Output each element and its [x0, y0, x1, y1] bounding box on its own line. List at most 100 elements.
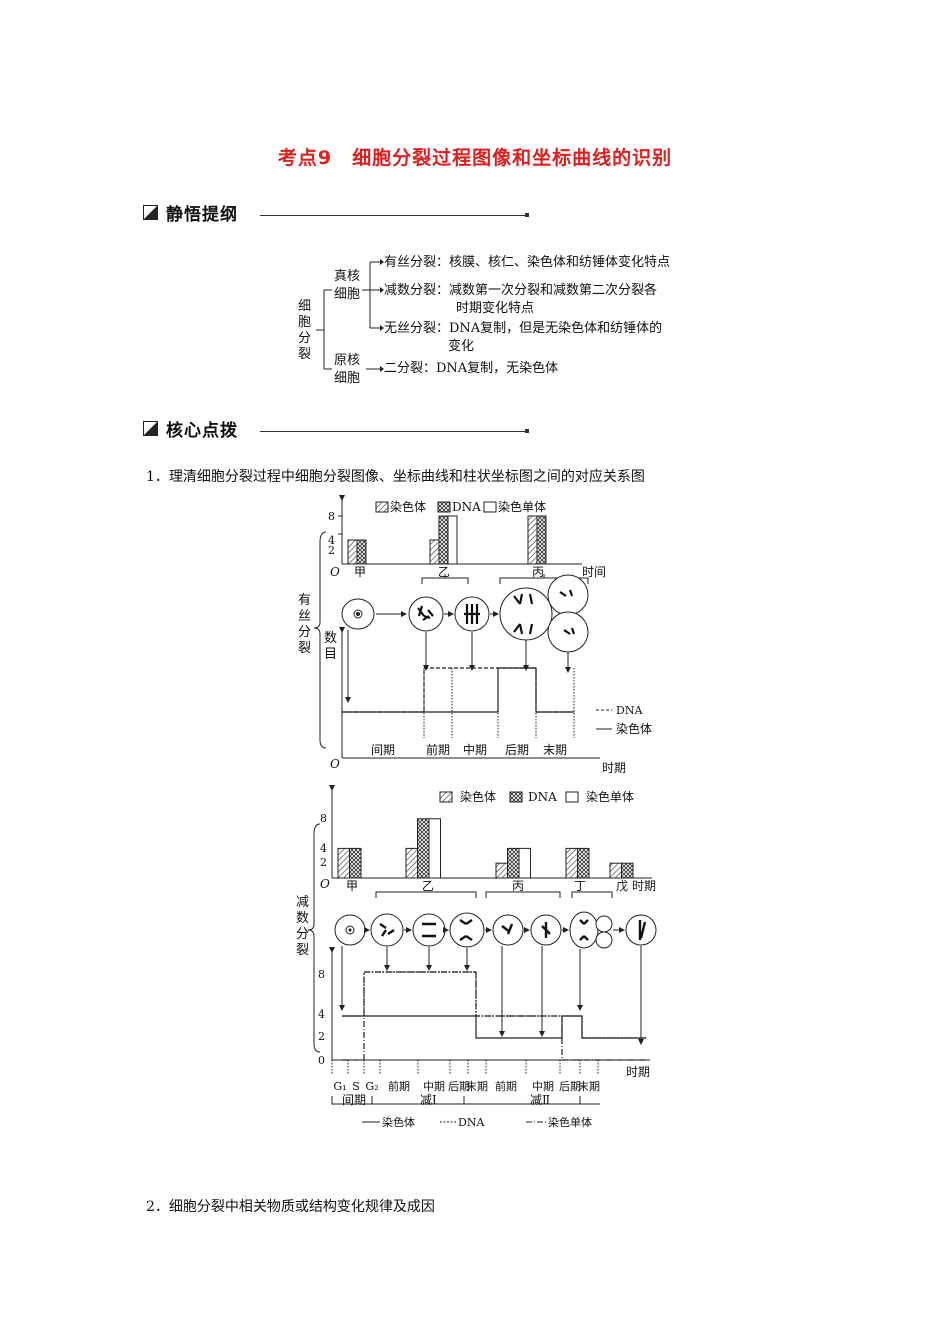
mitosis-line-chart	[342, 667, 574, 713]
bar-group-label: 甲	[346, 879, 358, 893]
outline-prokaryote-1: 原核	[334, 353, 360, 368]
bar-group-label: 乙	[422, 879, 434, 893]
outline-eukaryote-2: 细胞	[334, 287, 360, 302]
side-label: 分	[296, 927, 309, 942]
meiosis-figure: 染色体 DNA 染色单体 8 4 2 O 甲 乙 丙 丁 戊 时期 减 数 分 …	[296, 785, 657, 1129]
phase-label: 后期	[448, 1080, 470, 1093]
y-tick-label: 8	[318, 968, 325, 981]
section-title: 核心点拨	[166, 420, 238, 441]
line-DNA	[342, 971, 646, 1039]
legend-swatch-dna	[437, 501, 451, 513]
line-legend-dna: DNA	[458, 1116, 485, 1129]
side-label: 分	[298, 625, 311, 640]
cell-leptotene	[370, 913, 404, 947]
section-header-outline: 静悟提纲	[143, 200, 543, 225]
side-label: 减	[296, 895, 309, 910]
line-legend-chromosome: 染色体	[616, 721, 652, 736]
section-rule	[260, 429, 529, 433]
stage-label: 减Ⅱ	[530, 1093, 550, 1107]
y-tick-label: 4	[318, 1008, 325, 1021]
bar-group-label: 丁	[574, 879, 586, 893]
item-1-text: 1．理清细胞分裂过程中细胞分裂图像、坐标曲线和柱状坐标图之间的对应关系图	[146, 469, 645, 485]
outline-meiosis-1: 减数分裂：减数第一次分裂和减数第二次分裂各	[384, 282, 657, 298]
bar-group-label: 戊	[616, 879, 628, 893]
bar-乙-DNA	[417, 818, 430, 879]
outline-binary: 二分裂：DNA复制，无染色体	[384, 360, 558, 376]
phase-label: G₁	[333, 1080, 346, 1093]
outline-root-4: 裂	[298, 347, 311, 362]
bar-甲-DNA	[356, 539, 367, 565]
legend-label: 染色单体	[498, 499, 546, 514]
legend-swatch-chromatid	[565, 791, 579, 803]
phase-label: 中期	[463, 742, 487, 757]
origin-label: O	[330, 757, 340, 771]
legend-label: 染色体	[390, 499, 426, 514]
y-tick-label: 4	[328, 534, 335, 547]
stage-label: 间期	[342, 1093, 366, 1107]
origin-label: O	[330, 565, 340, 579]
bar-甲-DNA	[349, 847, 362, 879]
phase-label: S	[352, 1080, 360, 1093]
line-legend-chromosome: 染色体	[382, 1115, 415, 1129]
line-染色体	[342, 1015, 646, 1039]
cell-ana-i	[449, 912, 485, 948]
y-axis-label: 目	[324, 647, 337, 662]
line-legend-chromatid: 染色单体	[548, 1115, 592, 1129]
outline-mitosis: 有丝分裂：核膜、核仁、染色体和纺锤体变化特点	[384, 254, 670, 270]
legend-label: 染色体	[460, 789, 496, 804]
bar-axis-label: 时期	[632, 879, 656, 893]
legend-label: DNA	[452, 500, 481, 514]
outline-tree: 细 胞 分 裂 真核 细胞 原核 细胞 有丝分裂：核膜、核仁、染色体和纺锤体变化…	[298, 254, 670, 386]
bar-group-label: 丙	[512, 879, 524, 893]
outline-prokaryote-2: 细胞	[334, 371, 360, 386]
bar-丁-染色体	[565, 847, 578, 879]
outline-amitosis-2: 变化	[448, 338, 474, 354]
cell-telo-ii	[595, 915, 613, 933]
page-title: 考点9 细胞分裂过程图像和坐标曲线的识别	[277, 147, 673, 169]
outline-root-2: 胞	[298, 315, 311, 330]
bar-group-label: 甲	[354, 565, 366, 579]
line-DNA	[342, 667, 574, 713]
bar-丁-DNA	[577, 847, 590, 879]
y-tick-label: 2	[318, 1030, 325, 1043]
section-marker-icon	[143, 420, 158, 436]
side-label: 裂	[296, 943, 309, 958]
bar-丙-染色体	[495, 862, 508, 879]
side-label: 裂	[298, 641, 311, 656]
y-tick-label: 0	[318, 1054, 325, 1067]
phase-label: 中期	[532, 1080, 554, 1093]
y-tick-label: 4	[320, 842, 327, 855]
line-染色体	[342, 667, 574, 713]
bar-group-label: 丙	[532, 565, 544, 579]
bar-甲-染色体	[337, 847, 350, 879]
meiosis-line-chart	[342, 971, 646, 1061]
legend-label: DNA	[528, 790, 557, 804]
phase-label: 前期	[388, 1079, 410, 1093]
legend-swatch-chromosome	[375, 501, 389, 513]
section-marker-icon	[143, 204, 158, 220]
bar-丙-DNA	[536, 515, 547, 565]
bar-戊-染色体	[609, 862, 622, 879]
outline-eukaryote-1: 真核	[334, 269, 360, 284]
legend-swatch-chromatid	[483, 501, 497, 513]
phase-label: 末期	[543, 743, 567, 757]
cell-ana-ii	[569, 911, 599, 949]
phase-label: G₂	[365, 1080, 378, 1093]
bar-乙-染色单体	[428, 818, 441, 879]
y-tick-label: 8	[328, 510, 335, 523]
outline-meiosis-2: 时期变化特点	[456, 300, 534, 316]
x-axis-label: 时期	[626, 1065, 650, 1079]
section-header-core: 核心点拨	[143, 416, 543, 441]
cell-prophase	[408, 596, 444, 632]
line-染色单体	[342, 971, 646, 1061]
phase-label: 间期	[371, 743, 395, 757]
outline-root-1: 细	[298, 299, 311, 314]
cell-anaphase	[499, 587, 553, 641]
phase-label: 末期	[466, 1079, 488, 1093]
origin-label: O	[320, 877, 330, 891]
bar-group-label: 乙	[438, 565, 450, 579]
phase-label: 中期	[423, 1080, 445, 1093]
phase-label: 后期	[559, 1080, 581, 1093]
bar-丙-染色单体	[518, 847, 531, 879]
y-tick-label: 2	[320, 856, 327, 869]
